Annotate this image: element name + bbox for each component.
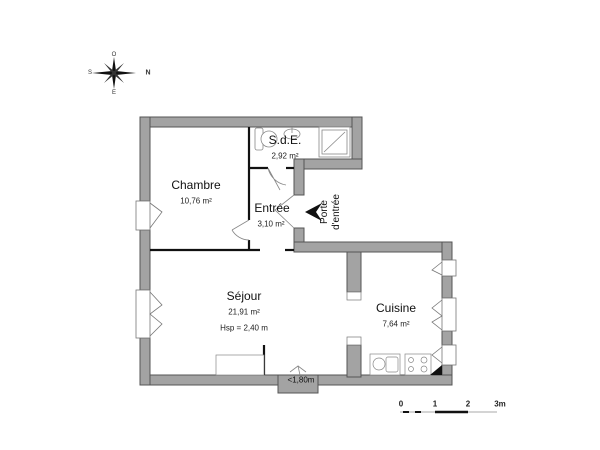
low-ceiling-mark: <1,80m bbox=[287, 375, 315, 385]
room-cuisine-name: Cuisine bbox=[375, 301, 417, 315]
kitchen-fixtures bbox=[369, 353, 432, 376]
entrance-door-label: Porte d'entrée bbox=[319, 194, 343, 230]
compass-south-label: S bbox=[87, 70, 93, 76]
living-cupboard bbox=[215, 354, 265, 376]
room-entree-name: Entrée bbox=[254, 201, 290, 215]
room-sejour-name: Séjour bbox=[226, 289, 262, 303]
scale-tick-3m: 3m bbox=[494, 399, 506, 409]
room-sejour-ceiling-height: Hsp = 2,40 m bbox=[220, 323, 268, 333]
room-chambre-name: Chambre bbox=[171, 178, 221, 192]
windows-left bbox=[135, 200, 163, 339]
pillar-cap-bottom bbox=[346, 336, 362, 346]
radiator-corner bbox=[430, 365, 442, 375]
partitions bbox=[150, 127, 294, 375]
scale-tick-0: 0 bbox=[398, 399, 404, 409]
room-chambre-area: 10,76 m² bbox=[180, 196, 212, 206]
doors bbox=[231, 167, 307, 376]
entrance-arrow-icon bbox=[305, 203, 322, 221]
room-cuisine-area: 7,64 m² bbox=[382, 319, 410, 329]
entrance-door-label-line2: d'entrée bbox=[331, 194, 342, 230]
room-sejour-area: 21,91 m² bbox=[228, 307, 260, 317]
scale-tick-1: 1 bbox=[432, 399, 438, 409]
compass-west-label: O bbox=[111, 52, 117, 58]
compass-rose-icon bbox=[92, 57, 136, 89]
pillar-cap-top bbox=[346, 291, 362, 301]
windows-right bbox=[431, 259, 457, 366]
exterior-walls bbox=[139, 116, 453, 394]
room-sde-name: S.d.E. bbox=[268, 133, 302, 147]
bathroom-fixtures bbox=[254, 126, 351, 158]
scale-tick-2: 2 bbox=[465, 399, 471, 409]
compass-east-label: E bbox=[111, 90, 117, 96]
room-entree-area: 3,10 m² bbox=[257, 219, 285, 229]
entrance-door-label-line1: Porte bbox=[319, 200, 330, 224]
compass-north-label: N bbox=[145, 69, 151, 77]
room-sde-area: 2,92 m² bbox=[271, 151, 299, 161]
